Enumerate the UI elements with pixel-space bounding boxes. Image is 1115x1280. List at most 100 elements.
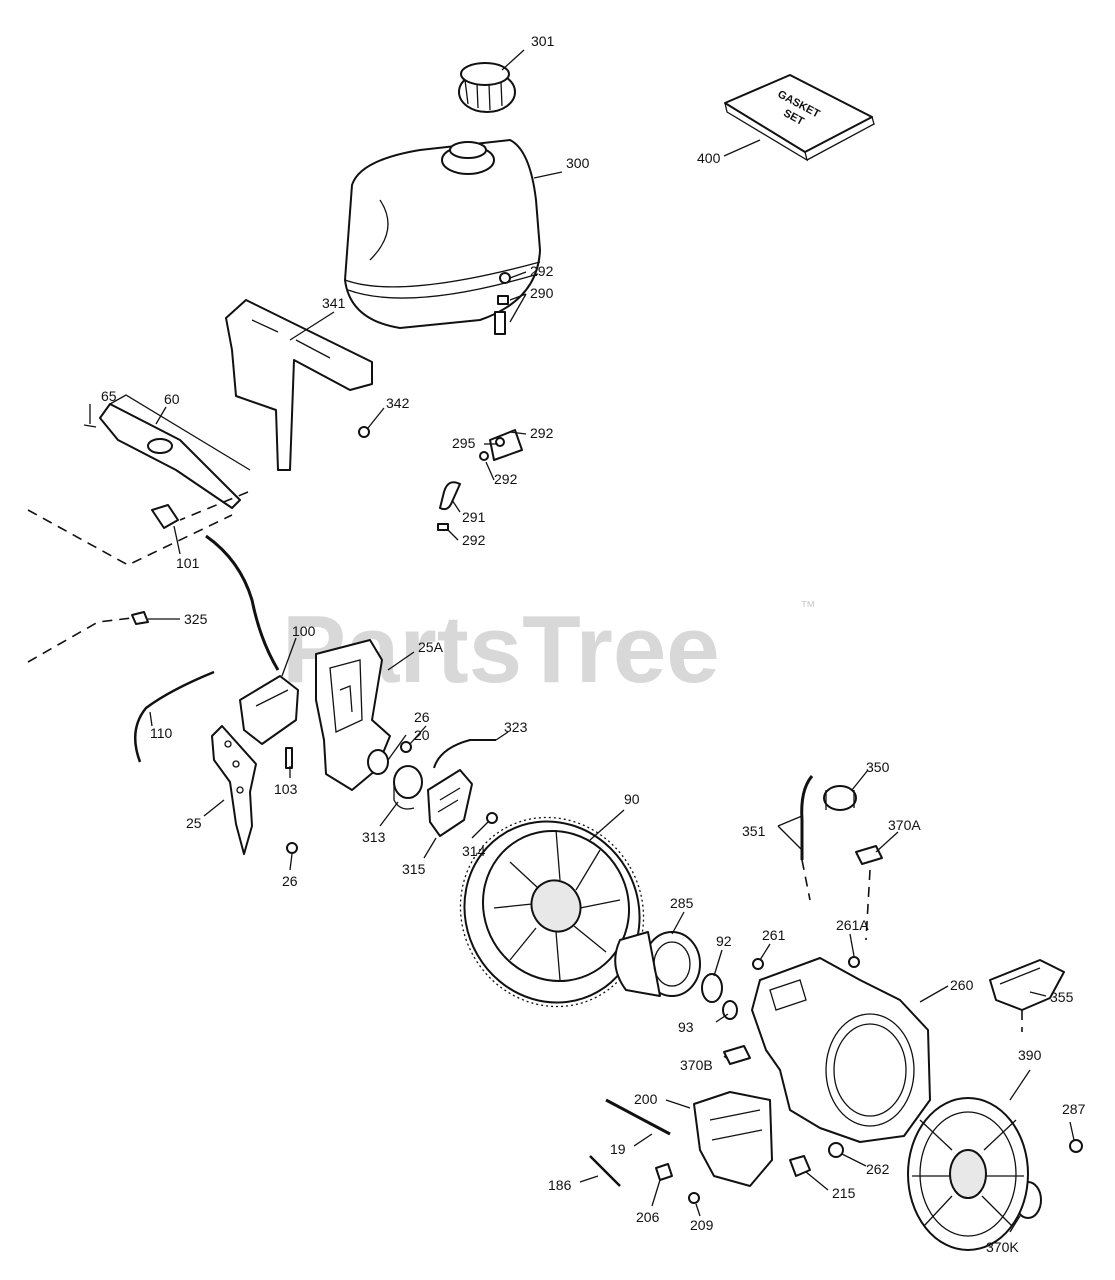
- leader-lines: [89, 49, 1075, 1233]
- label-341: 341: [322, 295, 346, 311]
- label-370B: [723, 1045, 751, 1065]
- label-390: 390: [1018, 1047, 1042, 1063]
- label-20: 20: [414, 727, 430, 743]
- label-355: 355: [1050, 989, 1074, 1005]
- fuel-cap-part: [458, 62, 516, 113]
- washer-92: [701, 973, 723, 1003]
- label-285: 285: [670, 895, 694, 911]
- label-262: 262: [866, 1161, 890, 1177]
- label-323: 323: [504, 719, 528, 735]
- bracket-25-part: [211, 725, 257, 855]
- label-206: 206: [636, 1209, 660, 1225]
- label-292-a: 292: [530, 263, 554, 279]
- screw-287: [1069, 1139, 1083, 1153]
- label-295: 295: [452, 435, 476, 451]
- screw-314: [486, 812, 498, 824]
- fuel-tank-part: [344, 139, 541, 329]
- label-315: 315: [402, 861, 426, 877]
- tube-351: [800, 775, 814, 860]
- part-215: [789, 1155, 811, 1177]
- label-25: 25: [186, 815, 202, 831]
- clip-325: [131, 611, 149, 625]
- mount-bracket-part: [225, 299, 373, 471]
- label-90: 90: [624, 791, 640, 807]
- ignition-wire: [205, 534, 280, 671]
- label-93: 93: [678, 1019, 694, 1035]
- label-261: 261: [762, 927, 786, 943]
- label-342: 342: [386, 395, 410, 411]
- label-325: 325: [184, 611, 208, 627]
- part-350: [823, 785, 857, 811]
- ignition-coil-part: [239, 675, 299, 745]
- screw-262: [828, 1142, 844, 1158]
- blower-housing-part: [751, 957, 931, 1143]
- dashed-reference-5: [865, 869, 871, 941]
- label-291: 291: [462, 509, 486, 525]
- label-400: 400: [697, 150, 721, 166]
- dashed-reference-3: [179, 491, 249, 521]
- screw-261A: [848, 956, 860, 968]
- dashed-reference-4: [801, 859, 811, 901]
- label-370A: [855, 845, 883, 865]
- dashed-reference-1: [27, 509, 233, 566]
- handle-355-part: [989, 959, 1065, 1011]
- label-370K: 370K: [986, 1239, 1019, 1255]
- cup-285-part: [614, 931, 701, 997]
- label-301: 301: [531, 33, 555, 49]
- label-25A: 25A: [418, 639, 444, 655]
- label-92: 92: [716, 933, 732, 949]
- label-314: 314: [462, 843, 486, 859]
- screw-26-b: [286, 842, 298, 854]
- screw-103: [285, 747, 293, 769]
- ring-20: [367, 749, 389, 775]
- screw-209: [688, 1192, 700, 1204]
- label-370B: 370B: [680, 1057, 713, 1073]
- wire-clip-101: [151, 504, 179, 529]
- label-300: 300: [566, 155, 590, 171]
- label-292-c: 292: [494, 471, 518, 487]
- label-292-b: 292: [530, 425, 554, 441]
- screw-342: [358, 426, 370, 438]
- label-26-b: 26: [282, 873, 298, 889]
- label-110: 110: [150, 725, 173, 741]
- wire-110: [133, 670, 215, 763]
- recoil-starter-part: [907, 1097, 1029, 1251]
- label-19: 19: [610, 1141, 626, 1157]
- bushing-313-part: [393, 765, 423, 810]
- label-186: 186: [548, 1177, 572, 1193]
- label-292-d: 292: [462, 532, 486, 548]
- watermark-trademark: ™: [800, 599, 816, 616]
- label-260: 260: [950, 977, 974, 993]
- part-labels: 301 300 400 65 60 341 342 292 290 292 29…: [101, 33, 1086, 1255]
- label-351: 351: [742, 823, 766, 839]
- label-60: 60: [164, 391, 180, 407]
- spring-19: [605, 1098, 671, 1136]
- label-103: 103: [274, 781, 298, 797]
- screw-26-a: [400, 741, 412, 753]
- label-209: 209: [690, 1217, 714, 1233]
- label-200: 200: [634, 1091, 658, 1107]
- screw-65: [83, 424, 97, 428]
- label-101: 101: [176, 555, 200, 571]
- wire-323: [433, 739, 496, 769]
- link-186: [589, 1155, 621, 1187]
- label-261A: 261A: [836, 917, 869, 933]
- brake-bracket-part: [693, 1091, 773, 1187]
- tank-bracket-part: [99, 394, 251, 509]
- part-206: [655, 1163, 673, 1181]
- label-290: 290: [530, 285, 554, 301]
- label-26-a: 26: [414, 709, 430, 725]
- label-313: 313: [362, 829, 386, 845]
- flywheel-part: [459, 816, 645, 1008]
- label-350: 350: [866, 759, 890, 775]
- module-315-part: [427, 769, 473, 837]
- label-215: 215: [832, 1185, 856, 1201]
- label-100: 100: [292, 623, 316, 639]
- gasket-set-part: GASKET SET: [724, 74, 875, 162]
- label-287: 287: [1062, 1101, 1086, 1117]
- label-65: 65: [101, 388, 117, 404]
- dashed-reference-2: [27, 617, 133, 663]
- label-370A: 370A: [888, 817, 921, 833]
- screw-261: [752, 958, 764, 970]
